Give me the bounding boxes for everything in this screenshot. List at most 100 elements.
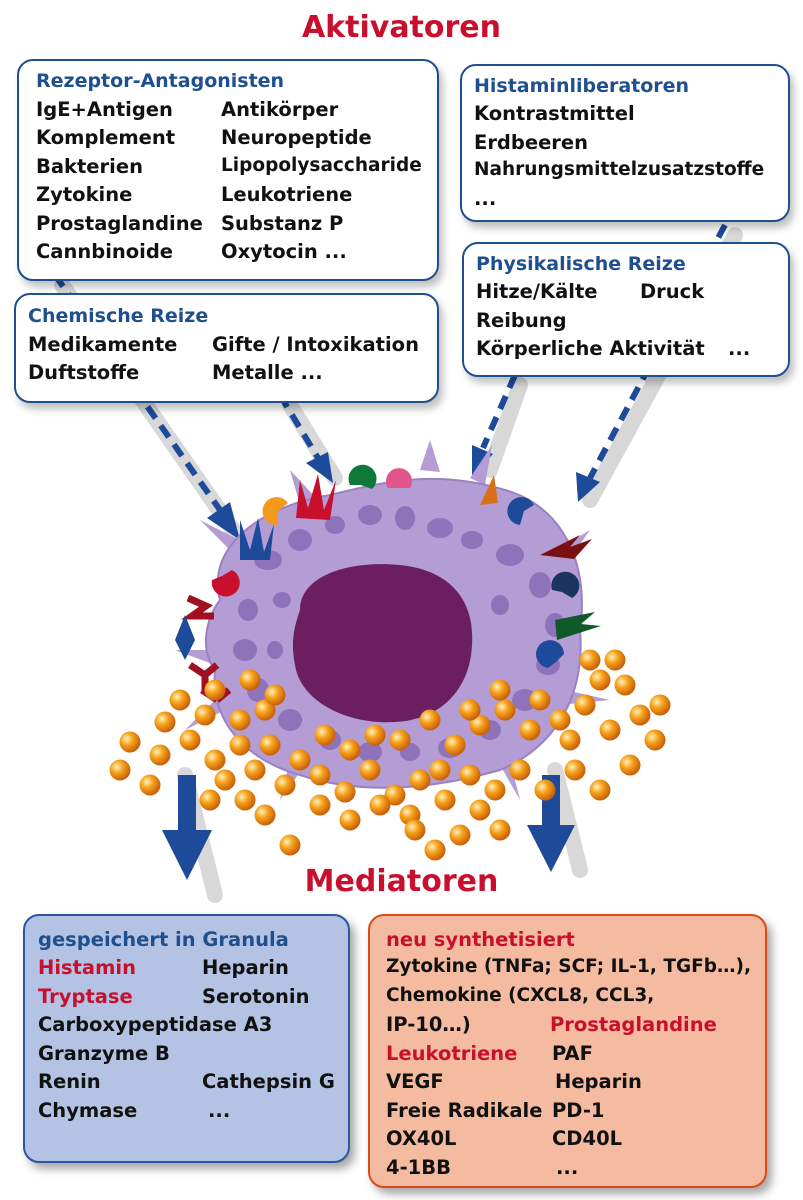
granule [404, 819, 426, 841]
granule [154, 711, 176, 733]
granula-item: Tryptase [38, 985, 133, 1008]
synth-item: Leukotriene [386, 1042, 518, 1065]
physikalisch-item: Druck [640, 280, 705, 303]
synth-item: Zytokine (TNFa; SCF; IL-1, TGFb…), [386, 956, 751, 977]
box-neu-synthetisiert [368, 914, 767, 1188]
synth-item: Freie Radikale [386, 1099, 543, 1122]
granule [309, 764, 331, 786]
granule [204, 749, 226, 771]
granule [119, 731, 141, 753]
synth-item: PAF [552, 1042, 593, 1065]
granula-item: Serotonin [202, 985, 310, 1008]
granule [429, 759, 451, 781]
physikalisch-item: Hitze/Kälte [476, 280, 598, 303]
granule [519, 719, 541, 741]
granule [489, 679, 511, 701]
granule [629, 704, 651, 726]
granule [649, 694, 671, 716]
granule [459, 699, 481, 721]
granule [619, 754, 641, 776]
title-aktivatoren: Aktivatoren [301, 10, 502, 45]
arrow-head-1 [207, 502, 240, 540]
granula-header: gespeichert in Granula [38, 928, 289, 951]
granule [364, 724, 386, 746]
granule [574, 694, 596, 716]
granule [614, 674, 636, 696]
granule [559, 729, 581, 751]
granule [359, 759, 381, 781]
synth-item: Prostaglandine [550, 1013, 717, 1036]
box-granula [23, 914, 350, 1163]
granule [254, 804, 276, 826]
granule [409, 769, 431, 791]
granule [549, 709, 571, 731]
granule [384, 784, 406, 806]
rezeptor-item: Komplement [36, 126, 176, 149]
rezeptor-header: Rezeptor-Antagonisten [36, 70, 285, 92]
arrow-head-2 [306, 452, 333, 483]
granule [279, 834, 301, 856]
granule [214, 769, 236, 791]
granule [204, 679, 226, 701]
physikalisch-item: Reibung [476, 309, 567, 332]
granule [484, 779, 506, 801]
chemisch-item: Duftstoffe [28, 361, 140, 384]
granule [194, 704, 216, 726]
granule [599, 719, 621, 741]
granula-item: ... [208, 1099, 231, 1122]
histamin-header: Histaminliberatoren [474, 75, 690, 97]
rezeptor-item: Substanz P [221, 212, 344, 235]
physikalisch-header: Physikalische Reize [476, 253, 686, 275]
box-rezeptor-antagonisten [17, 59, 439, 281]
granule [589, 669, 611, 691]
granule [369, 794, 391, 816]
rezeptor-item: Zytokine [36, 183, 133, 206]
granule [424, 839, 446, 861]
rezeptor-item: Oxytocin ... [221, 240, 347, 263]
granule [534, 779, 556, 801]
granule [169, 689, 191, 711]
synth-item: Heparin [555, 1070, 642, 1093]
granule [244, 759, 266, 781]
granules [109, 649, 671, 861]
granula-item: Granzyme B [38, 1042, 170, 1065]
synth-item: IP-10…) [386, 1013, 471, 1036]
granule [339, 739, 361, 761]
chemisch-header: Chemische Reize [28, 305, 209, 327]
granula-item: Heparin [202, 956, 289, 979]
granule [259, 734, 281, 756]
granule [509, 759, 531, 781]
granule [109, 759, 131, 781]
rezeptor-item: Neuropeptide [221, 126, 372, 149]
granula-item: Renin [38, 1070, 101, 1093]
rezeptor-item: IgE+Antigen [36, 98, 173, 121]
histamin-item: Erdbeeren [474, 131, 589, 154]
granule [419, 709, 441, 731]
synth-item: Chemokine (CXCL8, CCL3, [386, 985, 655, 1006]
granule [494, 699, 516, 721]
granule [314, 724, 336, 746]
synth-item: 4-1BB [386, 1156, 451, 1179]
granule [589, 779, 611, 801]
histamin-item: ... [474, 187, 497, 210]
granule [564, 759, 586, 781]
granule [289, 749, 311, 771]
chemisch-item: Metalle ... [212, 361, 323, 384]
granule [469, 714, 491, 736]
physikalisch-item: ... [728, 337, 751, 360]
granule [469, 799, 491, 821]
granule [604, 649, 626, 671]
granule [449, 824, 471, 846]
granula-item: Histamin [38, 956, 136, 979]
granula-item: Chymase [38, 1099, 138, 1122]
arrow-head-4 [576, 472, 600, 502]
histamin-item: Nahrungsmittelzusatzstoffe [474, 159, 765, 180]
rezeptor-item: Lipopolysaccharide [221, 155, 422, 176]
box-histaminliberatoren [460, 64, 790, 222]
granule [229, 709, 251, 731]
granule [644, 729, 666, 751]
rezeptor-item: Antikörper [221, 98, 339, 121]
synth-item: VEGF [386, 1070, 444, 1093]
rezeptor-item: Prostaglandine [36, 212, 203, 235]
